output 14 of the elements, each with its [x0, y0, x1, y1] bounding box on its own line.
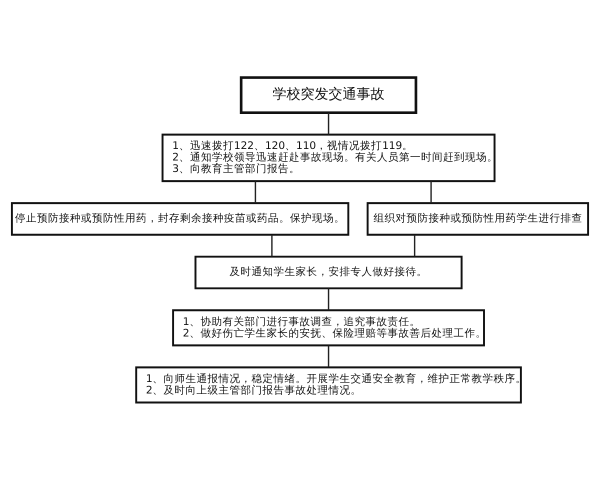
- connector: [328, 288, 330, 310]
- connector: [254, 181, 256, 204]
- node-box: 1、协助有关部门进行事故调查，追究事故责任。 2、做好伤亡学生家长的安抚、保险理赔等事故善后处理工作。: [172, 309, 485, 346]
- connector: [328, 112, 330, 135]
- node-box: 及时通知学生家长，安排专人做好接待。: [194, 256, 463, 290]
- connector: [414, 235, 416, 256]
- connector: [271, 235, 273, 256]
- connector: [430, 181, 432, 204]
- node-box: 学校突发交通事故: [240, 76, 418, 114]
- node-box: 组织对预防接种或预防性用药学生进行排查: [366, 202, 590, 236]
- node-box: 1、向师生通报情况，稳定情绪。开展学生交通安全教育，维护正常教学秩序。 2、及时向上级主管部门报告事故处理情况。: [135, 366, 522, 404]
- connector: [328, 346, 330, 367]
- node-box: 停止预防接种或预防性用药，封存剩余接种疫苗或药品。保护现场。: [10, 202, 350, 236]
- node-box: 1、迅速拨打122、120、110，视情况拨打119。 2、通知学校领导迅速赶赴事故现场。有关人员第一时间赶到现场。 3、向教育主管部门报告。: [162, 134, 496, 182]
